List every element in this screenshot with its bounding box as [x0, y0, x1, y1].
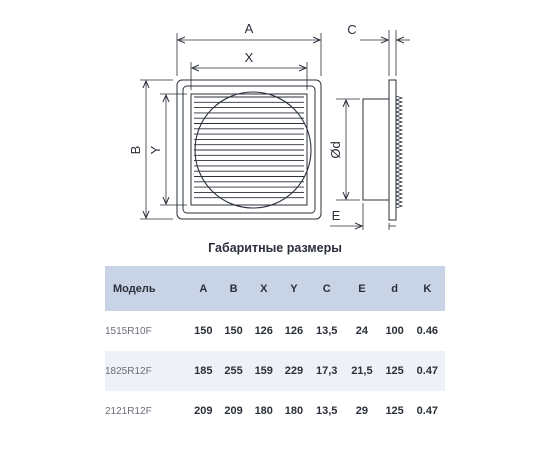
header-y: Y	[278, 266, 310, 311]
side-slat	[395, 139, 404, 145]
side-slat	[395, 179, 404, 185]
cell-x: 126	[254, 325, 273, 337]
side-slat	[395, 195, 404, 201]
side-slat	[395, 175, 404, 181]
side-slat	[395, 199, 404, 205]
cell-x: 180	[254, 405, 273, 417]
cell-k: 0.47	[416, 405, 439, 417]
dim-label-b: B	[128, 146, 143, 155]
header-c: C	[309, 266, 345, 311]
side-slat	[395, 167, 404, 173]
cell-model: 2121R12F	[105, 405, 152, 417]
side-slat	[395, 131, 404, 137]
side-slat	[395, 135, 404, 141]
cell-k: 0.47	[409, 351, 445, 391]
dim-label-y: Y	[148, 145, 163, 154]
side-slat	[395, 111, 404, 117]
table-header-row: Модель A B X Y C E d K	[105, 266, 445, 311]
side-slat	[395, 147, 404, 153]
side-slat	[395, 123, 404, 129]
cell-y: 229	[278, 351, 310, 391]
cell-d: 125	[385, 405, 404, 417]
side-slat	[395, 95, 404, 101]
cell-e: 24	[355, 325, 369, 337]
dimension-drawing: A X B Y C Ød E	[128, 21, 410, 230]
header-b: B	[218, 266, 249, 311]
table-title: Габаритные размеры	[208, 241, 342, 255]
cell-a: 150	[194, 325, 213, 337]
dim-label-e: E	[332, 208, 341, 223]
cell-model: 1515R10F	[105, 325, 152, 337]
side-slat	[395, 127, 404, 133]
table-row: 1825R12F 185 255 159 229 17,3 21,5 125 0…	[105, 351, 445, 391]
cell-x: 159	[248, 351, 279, 391]
table-row: 2121R12F 209 209 180 180 13,5 29 125 0.4…	[105, 391, 445, 431]
side-slat	[395, 151, 404, 157]
side-slat	[395, 159, 404, 165]
dimension-lines	[140, 30, 410, 230]
cell-c: 17,3	[309, 351, 345, 391]
dim-label-d: Ød	[328, 141, 343, 158]
grille-front-view	[176, 79, 322, 220]
dim-label-c: C	[347, 22, 356, 37]
cell-b: 255	[218, 351, 249, 391]
header-a: A	[188, 266, 219, 311]
header-e: E	[344, 266, 380, 311]
cell-a: 185	[188, 351, 219, 391]
side-slat	[395, 203, 404, 209]
cell-d: 125	[379, 351, 410, 391]
cell-e: 29	[355, 405, 369, 417]
cell-e: 21,5	[344, 351, 380, 391]
grille-side-view	[362, 79, 404, 221]
side-slat	[395, 143, 404, 149]
cell-b: 209	[224, 405, 243, 417]
side-slat	[395, 183, 404, 189]
table-row: 1515R10F 150 150 126 126 13,5 24 100 0.4…	[105, 311, 445, 351]
cell-b: 150	[224, 325, 243, 337]
header-d: d	[379, 266, 410, 311]
header-model: Модель	[105, 266, 189, 311]
side-slat	[395, 119, 404, 125]
header-k: K	[409, 266, 445, 311]
side-slat	[395, 191, 404, 197]
cell-model: 1825R12F	[105, 351, 189, 391]
header-x: X	[248, 266, 279, 311]
side-slat	[395, 163, 404, 169]
dim-label-x: X	[245, 50, 254, 65]
cell-c: 13,5	[315, 325, 338, 337]
side-slat	[395, 171, 404, 177]
cell-a: 209	[194, 405, 213, 417]
cell-d: 100	[385, 325, 404, 337]
cell-y: 126	[284, 325, 304, 337]
side-slat	[395, 99, 404, 105]
side-slat	[395, 187, 404, 193]
side-slat	[395, 155, 404, 161]
cell-y: 180	[284, 405, 304, 417]
side-slat	[395, 107, 404, 113]
side-slat	[395, 115, 404, 121]
dim-label-a: A	[245, 21, 254, 36]
dimensions-table: Модель A B X Y C E d K 1515R10F 150 150 …	[105, 266, 445, 431]
side-slat	[395, 103, 404, 109]
cell-c: 13,5	[315, 405, 338, 417]
cell-k: 0.46	[416, 325, 439, 337]
